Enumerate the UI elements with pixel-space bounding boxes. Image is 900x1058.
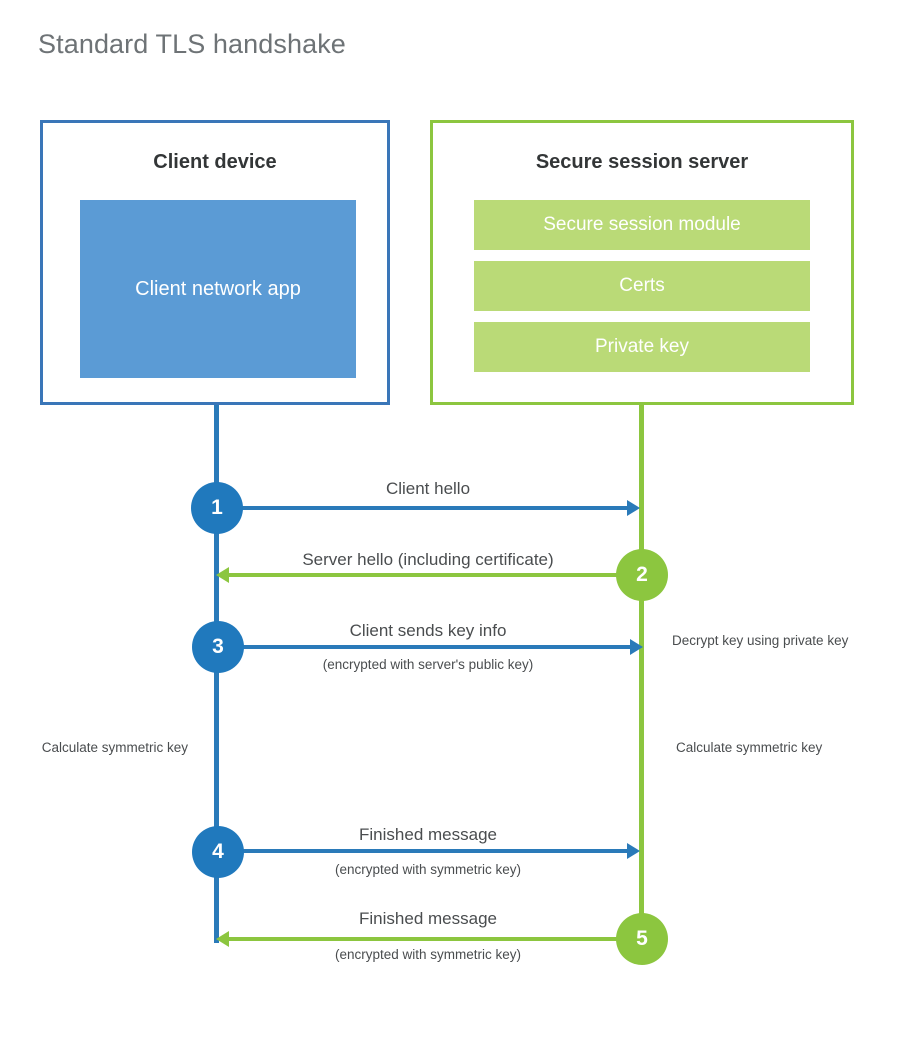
step-4-label: Finished message — [359, 825, 497, 844]
step-5-sublabel: (encrypted with symmetric key) — [334, 947, 522, 962]
server-lifeline — [639, 405, 644, 939]
step-5-label: Finished message — [359, 909, 497, 928]
step-2-label: Server hello (including certificate) — [302, 550, 554, 569]
page-title: Standard TLS handshake — [38, 29, 346, 59]
client-network-app-block: Client network app — [80, 200, 356, 378]
step-1-arrow-line — [216, 506, 627, 510]
secure-session-server-box: Secure session server Secure session mod… — [430, 120, 854, 405]
annotation-server-calculate-symmetric-key: Calculate symmetric key — [676, 740, 823, 755]
step-2-arrow-head-icon — [216, 567, 229, 583]
step-3-circle: 3 — [192, 621, 244, 673]
step-4-sublabel: (encrypted with symmetric key) — [334, 862, 522, 877]
client-device-box: Client device Client network app — [40, 120, 390, 405]
step-3-arrow-head-icon — [630, 639, 643, 655]
step-1-arrow-head-icon — [627, 500, 640, 516]
step-3-arrow-line — [216, 645, 640, 649]
step-4-arrow-line — [216, 849, 627, 853]
step-2-arrow-line — [229, 573, 641, 577]
step-2-circle: 2 — [616, 549, 668, 601]
step-5-arrow-line — [229, 937, 641, 941]
step-5-arrow-head-icon — [216, 931, 229, 947]
secure-session-server-title: Secure session server — [535, 151, 749, 173]
step-4-arrow-head-icon — [627, 843, 640, 859]
step-1-label: Client hello — [385, 479, 471, 498]
annotation-client-calculate-symmetric-key: Calculate symmetric key — [41, 740, 188, 755]
server-component-private-key: Private key — [474, 322, 810, 372]
server-component-certs: Certs — [474, 261, 810, 311]
step-1-circle: 1 — [191, 482, 243, 534]
step-5-circle: 5 — [616, 913, 668, 965]
step-4-circle: 4 — [192, 826, 244, 878]
step-3-label: Client sends key info — [349, 621, 507, 640]
step-3-sublabel: (encrypted with server's public key) — [322, 657, 534, 672]
annotation-decrypt-key: Decrypt key using private key — [672, 633, 849, 648]
server-component-secure-session-module: Secure session module — [474, 200, 810, 250]
client-device-title: Client device — [153, 151, 277, 173]
client-lifeline — [214, 405, 219, 943]
